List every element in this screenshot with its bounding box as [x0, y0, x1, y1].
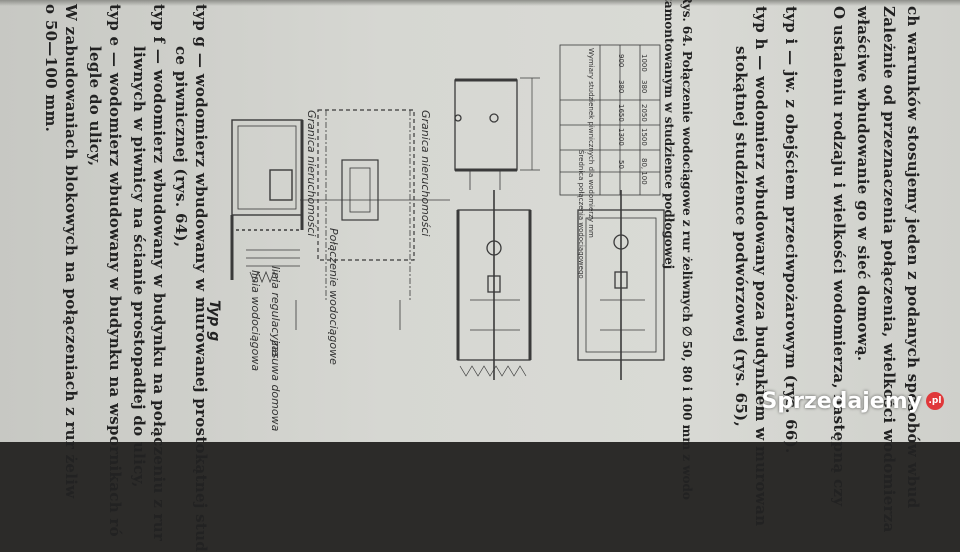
page-edge-shadow: [0, 0, 960, 6]
section-view-bottom: [456, 190, 532, 380]
label-polaczenie: Połączenie wodociągowe: [327, 228, 340, 365]
table-row-2-d: 1000: [640, 54, 648, 72]
label-zasuwa-domowa: zasuwa domowa: [269, 340, 282, 432]
table-header-diameter: Średnica połączenia wodociągowego: [577, 150, 585, 279]
table-row-2-c: 380: [640, 80, 648, 94]
text-line-13: właściwe wbudowanie go w sieć domową.: [854, 6, 872, 362]
watermark-logo: Sprzedajemy .pl: [761, 386, 944, 416]
figure-title: Typ g: [206, 300, 222, 342]
text-line-14: Zależnie od przeznaczenia połączenia, wi…: [880, 6, 898, 533]
figure-drawing: [230, 44, 665, 380]
watermark-badge: .pl: [926, 392, 944, 410]
plan-middle-section: [295, 109, 450, 330]
table-row-2-a: 1500: [640, 128, 648, 146]
text-line-15: ch warunków stosujemy jeden z podanych s…: [904, 6, 922, 509]
label-linia-wodociagowa: linia wodociągowa: [249, 270, 262, 372]
dimension-table-grid: [559, 44, 661, 196]
label-granica-2: Granica nieruchomości: [419, 110, 432, 237]
plan-view-bottom-right: [577, 190, 665, 380]
text-line-9: typ h — wodomierz wbudowany poza budynki…: [752, 6, 770, 527]
plan-left-building: [230, 119, 304, 284]
text-line-10: stokątnej studzience podwórzowej (rys. 6…: [732, 46, 750, 427]
table-row-2-diameter: 80, 100: [640, 158, 648, 185]
table-row-1-c: 380: [617, 80, 625, 94]
section-view-top: [454, 77, 540, 190]
label-granica-1: Granica nieruchomości: [305, 110, 318, 237]
table-row-1-diameter: 50: [617, 160, 625, 169]
text-line-12: O ustaleniu rodzaju i wielkości wodomier…: [830, 6, 848, 507]
photographed-book-page: W zabudowaniach blokowych na połączeniac…: [0, 0, 960, 442]
figure-caption-line-1: Rys. 64. Połączenie wodociągowe z rur że…: [680, 0, 694, 500]
table-row-2-b: 2050: [640, 104, 648, 122]
table-row-1-d: 900: [617, 54, 625, 68]
figure-caption-line-2: zamontowanym w studzience podłogowej: [662, 0, 676, 270]
table-header-dims: Wymiary studzienek piwnicznych dla wodom…: [587, 48, 595, 238]
table-row-1-b: 1650: [617, 104, 625, 122]
table-row-1-a: 1300: [617, 128, 625, 146]
watermark-text: Sprzedajemy: [761, 388, 923, 414]
